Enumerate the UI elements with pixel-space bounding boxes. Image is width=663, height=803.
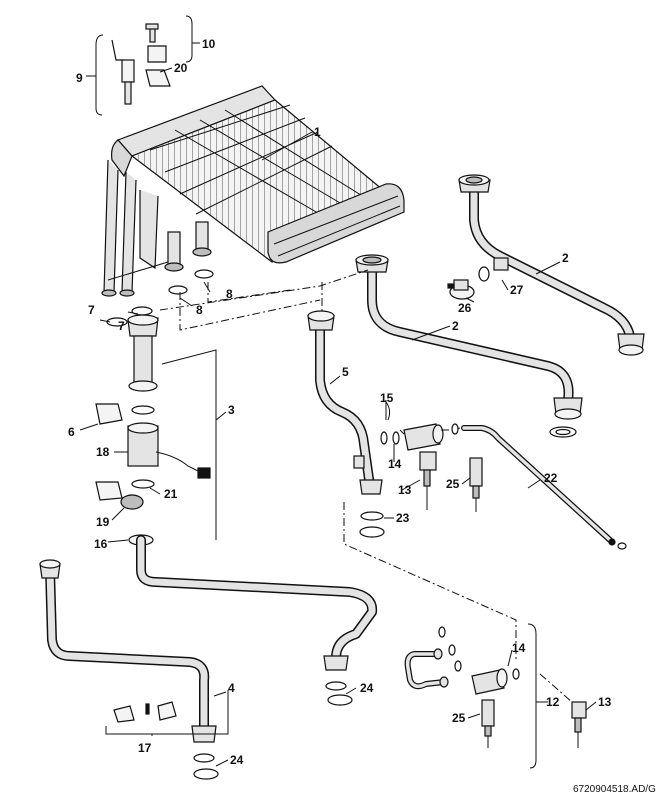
pipe-2 <box>355 174 645 438</box>
callout-labels: 1 2 2 3 4 5 6 7 7 8 8 9 10 12 13 13 14 1… <box>68 37 656 795</box>
callout-8: 8 <box>226 287 233 301</box>
callout-13: 13 <box>398 483 412 497</box>
callout-7: 7 <box>118 319 125 333</box>
callout-19: 19 <box>96 515 110 529</box>
valve-assembly-upper <box>380 401 483 512</box>
callout-20: 20 <box>174 61 188 75</box>
flow-pipe-assembly-3 <box>95 269 378 706</box>
electrode-kit <box>95 15 193 116</box>
callout-1: 1 <box>314 125 321 139</box>
leader-lines <box>79 42 597 767</box>
callout-24: 24 <box>230 753 244 767</box>
callout-14: 14 <box>512 641 526 655</box>
callout-17: 17 <box>138 741 152 755</box>
callout-7: 7 <box>88 303 95 317</box>
callout-26: 26 <box>458 301 472 315</box>
callout-3: 3 <box>228 403 235 417</box>
callout-25: 25 <box>446 477 460 491</box>
callout-8: 8 <box>196 303 203 317</box>
callout-21: 21 <box>164 487 178 501</box>
callout-18: 18 <box>96 445 110 459</box>
callout-6: 6 <box>68 425 75 439</box>
callout-23: 23 <box>396 511 410 525</box>
callout-15: 15 <box>380 391 394 405</box>
callout-13: 13 <box>598 695 612 709</box>
callout-24: 24 <box>360 681 374 695</box>
callout-5: 5 <box>342 365 349 379</box>
callout-22: 22 <box>544 471 558 485</box>
pipe-5 <box>307 310 385 538</box>
safety-sensor-26 <box>447 257 509 300</box>
connector-lines <box>159 269 573 703</box>
drawing-reference: 6720904518.AD/G <box>573 784 656 795</box>
valve-assembly-lower <box>404 623 587 769</box>
callout-4: 4 <box>228 681 235 695</box>
bypass-pipe-22 <box>461 425 627 550</box>
callout-16: 16 <box>94 537 108 551</box>
callout-10: 10 <box>202 37 216 51</box>
callout-25: 25 <box>452 711 466 725</box>
heat-exchanger <box>101 85 405 297</box>
pipe-4 <box>39 559 229 780</box>
callout-12: 12 <box>546 695 560 709</box>
callout-14: 14 <box>388 457 402 471</box>
callout-2: 2 <box>452 319 459 333</box>
callout-27: 27 <box>510 283 524 297</box>
callout-9: 9 <box>76 71 83 85</box>
callout-2: 2 <box>562 251 569 265</box>
